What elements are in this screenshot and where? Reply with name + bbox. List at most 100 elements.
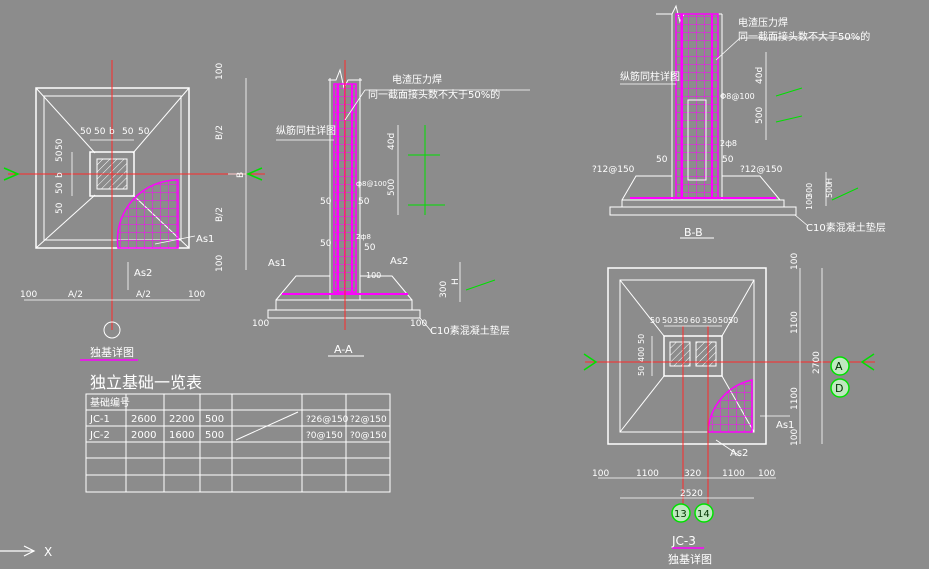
leader-line bbox=[794, 214, 809, 227]
slope-line bbox=[132, 87, 190, 154]
as1-label: As1 bbox=[776, 420, 794, 431]
table-cell: JC-1 bbox=[89, 414, 110, 425]
section-arrow-left bbox=[583, 353, 598, 371]
table-cell: 500 bbox=[205, 430, 224, 441]
dim-text: B bbox=[236, 172, 246, 178]
dim-text: 100 bbox=[215, 63, 225, 80]
dim-text: 50 bbox=[94, 127, 106, 137]
rebar-label: ?12@150 bbox=[740, 165, 783, 175]
ucs-arrow bbox=[23, 545, 36, 557]
leader-line bbox=[154, 235, 196, 245]
note-text: 电渣压力焊 bbox=[738, 16, 788, 29]
table-cell: ?0@150 bbox=[306, 431, 343, 441]
dim-text: 500 bbox=[387, 179, 397, 196]
slope-line bbox=[721, 279, 755, 337]
dim-text: 1100 bbox=[722, 469, 745, 479]
dim-text: 50 bbox=[320, 197, 332, 207]
dim-text: 50 bbox=[122, 127, 134, 137]
axis-label-d: D bbox=[835, 382, 843, 395]
dim-text: b bbox=[55, 172, 65, 178]
dim-text: 50 bbox=[637, 334, 646, 344]
ucs-icon: X bbox=[0, 545, 52, 559]
dim-text: 50 bbox=[722, 155, 734, 165]
leader-green bbox=[775, 87, 803, 97]
dim-text: 500 bbox=[825, 183, 834, 198]
dim-text: 50 bbox=[55, 202, 65, 214]
as2-label: As2 bbox=[134, 268, 152, 279]
section-arrow-right bbox=[246, 167, 263, 181]
note-text: 电渣压力焊 bbox=[392, 73, 442, 86]
footing-base bbox=[275, 299, 413, 311]
dim-text: 1100 bbox=[790, 311, 800, 334]
plan2-outer-border bbox=[607, 267, 767, 445]
dim-text: 50 bbox=[662, 316, 672, 325]
leader-green bbox=[775, 115, 803, 123]
footing-base bbox=[621, 199, 785, 208]
dim-text: 50 bbox=[320, 239, 332, 249]
note-text: 同一截面接头数不大于50%的 bbox=[738, 30, 870, 43]
dim-text: 2700 bbox=[812, 351, 822, 374]
slope-line bbox=[619, 279, 665, 337]
table-cell: 2600 bbox=[131, 414, 156, 425]
dim-text: 500 bbox=[755, 107, 765, 124]
dim-text: 50 bbox=[718, 316, 728, 325]
table-cell: ?26@150 bbox=[306, 415, 349, 425]
rebar-label: ?12@150 bbox=[592, 165, 635, 175]
column-section bbox=[695, 341, 717, 367]
table-cell: JC-2 bbox=[89, 430, 110, 441]
dim-text: 50 bbox=[637, 366, 646, 376]
dim-text: A/2 bbox=[136, 290, 151, 300]
note-text: 纵筋同柱详图 bbox=[276, 124, 336, 137]
dim-text: 50 bbox=[728, 316, 738, 325]
section-arrow-right bbox=[860, 353, 875, 371]
dim-text: 40d bbox=[387, 133, 397, 150]
as2-label: As2 bbox=[730, 448, 748, 459]
dim-text: 1100 bbox=[790, 387, 800, 410]
dim-text: 100 bbox=[366, 271, 381, 280]
axis-label-14: 14 bbox=[697, 509, 710, 520]
slope-line bbox=[619, 375, 665, 433]
dim-text: 350 bbox=[673, 316, 688, 325]
axis-bubble-14 bbox=[694, 503, 714, 523]
dim-text: 300 bbox=[439, 281, 449, 298]
footing-slope bbox=[621, 175, 781, 201]
leader-line bbox=[715, 37, 741, 61]
section-bb: 电渣压力焊 同一截面接头数不大于50%的 纵筋同柱详图 40d Φ8@100 5… bbox=[592, 4, 886, 239]
dim-text: B/2 bbox=[215, 125, 225, 140]
c10-cushion bbox=[267, 309, 421, 319]
slope-line bbox=[35, 87, 96, 154]
dim-text: 60 bbox=[690, 316, 700, 325]
table-cell: ?2@150 bbox=[350, 415, 387, 425]
dim-text: Φ8@100 bbox=[720, 92, 755, 101]
dim-text: 2ф8 bbox=[720, 139, 737, 148]
dim-text: 100 bbox=[410, 319, 427, 329]
leader-line bbox=[715, 439, 741, 457]
plan-2: 50 50 350 60 350 50 50 50 400 50 100 110… bbox=[583, 253, 875, 566]
table-cell: ?0@150 bbox=[350, 431, 387, 441]
table-border bbox=[85, 393, 391, 493]
section-arrow-left bbox=[3, 167, 20, 181]
foundation-table: 独立基础一览表 基础编号 JC-1 2600 2200 500 ?26@150 … bbox=[85, 373, 391, 493]
dim-text: 400 bbox=[637, 347, 646, 362]
dim-text: 100 bbox=[188, 290, 205, 300]
rebar-quarter-mesh bbox=[116, 179, 179, 249]
table-cell: 500 bbox=[205, 414, 224, 425]
jc3-label: JC-3 bbox=[671, 534, 696, 548]
table-cell: 1600 bbox=[169, 430, 194, 441]
dim-text: 50 bbox=[358, 197, 370, 207]
column-pedestal bbox=[663, 335, 723, 377]
as2-label: As2 bbox=[390, 256, 408, 267]
axis-bubble-d bbox=[830, 378, 850, 398]
axis-label-a: A bbox=[835, 360, 843, 373]
axis-bubble-a bbox=[830, 356, 850, 376]
dim-text: H bbox=[451, 278, 461, 285]
section-bb-caption: B-B bbox=[684, 226, 703, 239]
dim-text: 2520 bbox=[680, 489, 703, 499]
as1-label: As1 bbox=[196, 234, 214, 245]
dim-text: 1100 bbox=[636, 469, 659, 479]
table-cell: 2000 bbox=[131, 430, 156, 441]
dim-text: 50 bbox=[80, 127, 92, 137]
plan2-caption: 独基详图 bbox=[668, 552, 712, 566]
dim-text: 50 bbox=[364, 243, 376, 253]
dim-text: 100 bbox=[805, 195, 814, 210]
